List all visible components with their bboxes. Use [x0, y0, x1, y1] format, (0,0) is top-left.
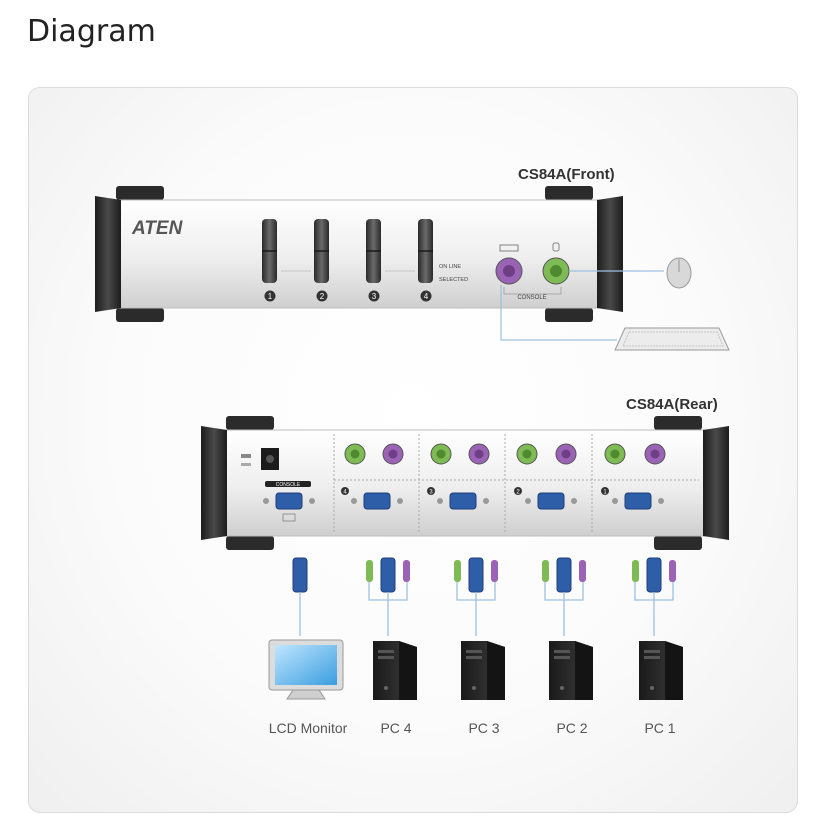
device-label: PC 1	[644, 720, 675, 736]
port-number: 4	[424, 292, 429, 301]
legend-selected: SELECTED	[439, 277, 468, 283]
vga-cable-connector	[468, 557, 484, 593]
front-foot	[545, 186, 593, 200]
rear-foot	[654, 536, 702, 550]
ps2-mouse-plug	[454, 560, 461, 582]
ps2-keyboard-plug	[669, 560, 676, 582]
port-number: 2	[320, 292, 325, 301]
rear-port-number: 2	[516, 490, 520, 496]
vga-cable-connector	[380, 557, 396, 593]
device-label: LCD Monitor	[269, 720, 348, 736]
port-number: 3	[372, 292, 377, 301]
aten-logo: ATEN	[131, 218, 184, 239]
ps2-keyboard-plug	[403, 560, 410, 582]
rear-foot	[226, 536, 274, 550]
pc-tower-icon	[373, 641, 417, 700]
ps2-mouse-plug	[632, 560, 639, 582]
monitor-symbol-icon	[282, 513, 296, 522]
front-left-endcap	[95, 196, 121, 312]
rear-foot	[226, 416, 274, 430]
rear-left-endcap	[201, 426, 227, 540]
rear-unit: CS84A(Rear) CONSOLE 4	[201, 396, 729, 550]
device-label: PC 3	[468, 720, 499, 736]
rear-right-endcap	[703, 426, 729, 540]
front-right-endcap	[597, 196, 623, 312]
rear-port-number: 1	[603, 490, 607, 496]
rear-console-tag	[265, 481, 311, 487]
device-label: PC 4	[380, 720, 411, 736]
keyboard-cable	[500, 285, 617, 341]
cables	[292, 557, 676, 636]
front-foot	[545, 308, 593, 322]
console-vga-port	[275, 492, 303, 510]
page-title: Diagram	[27, 14, 156, 49]
pc-tower-icon	[461, 641, 505, 700]
vga-cable-connector	[646, 557, 662, 593]
rear-port-number: 3	[429, 490, 433, 496]
rear-foot	[654, 416, 702, 430]
vga-port	[624, 492, 652, 510]
front-foot	[116, 308, 164, 322]
ps2-keyboard-plug	[579, 560, 586, 582]
mouse-symbol-icon	[552, 242, 560, 252]
front-chassis	[108, 199, 610, 309]
rear-unit-label: CS84A(Rear)	[626, 396, 718, 413]
rear-port-group-2: 2	[514, 443, 577, 510]
ps2-mouse-plug	[366, 560, 373, 582]
mouse-icon	[666, 257, 692, 289]
vga-port	[363, 492, 391, 510]
front-foot	[116, 186, 164, 200]
rear-port-number: 4	[343, 490, 347, 496]
port-buttons: 1 2 3 4	[262, 219, 433, 302]
pc-tower-icon	[639, 641, 683, 700]
console-label: CONSOLE	[517, 295, 546, 301]
rear-port-group-1: 1	[601, 443, 666, 510]
port-number: 1	[268, 292, 273, 301]
rear-port-group-4: 4	[341, 443, 404, 510]
rear-console-label: CONSOLE	[276, 482, 301, 488]
vga-cable-connector	[556, 557, 572, 593]
diagram-panel: CS84A(Front) ATEN 1 2 3	[28, 87, 798, 813]
keyboard-icon	[614, 327, 730, 351]
vga-cable-connector	[292, 557, 308, 593]
front-unit-label: CS84A(Front)	[518, 166, 615, 183]
ps2-keyboard-plug	[491, 560, 498, 582]
front-unit: CS84A(Front) ATEN 1 2 3	[95, 166, 730, 351]
vga-port	[449, 492, 477, 510]
monitor-icon	[268, 639, 344, 700]
pc-tower-icon	[549, 641, 593, 700]
legend-online: ON LINE	[439, 264, 461, 270]
rear-port-group-3: 3	[427, 443, 490, 510]
keyboard-symbol-icon	[499, 244, 519, 252]
devices: LCD Monitor PC 4 PC 3 PC 2 PC 1	[268, 639, 683, 736]
kvm-connection-diagram: CS84A(Front) ATEN 1 2 3	[95, 166, 730, 736]
device-label: PC 2	[556, 720, 587, 736]
ps2-mouse-plug	[542, 560, 549, 582]
vga-port	[537, 492, 565, 510]
